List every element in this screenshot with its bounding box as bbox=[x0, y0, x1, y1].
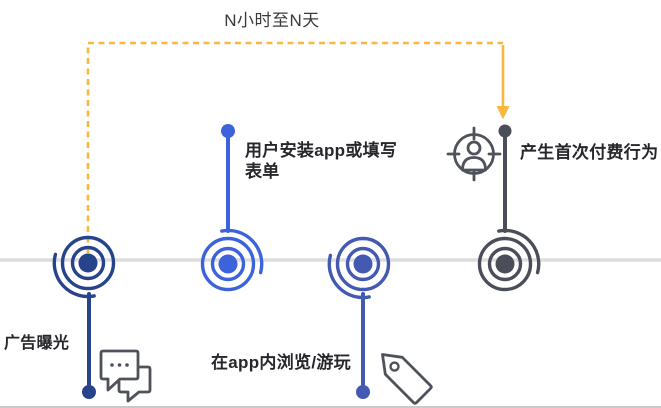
stem-app-install bbox=[221, 124, 235, 233]
timeline-node-in-app-browse bbox=[327, 236, 391, 300]
timeline-node-first-payment bbox=[477, 228, 541, 292]
node-center-dot bbox=[495, 254, 515, 274]
stem-ad-exposure bbox=[82, 292, 96, 399]
stem-dot bbox=[356, 385, 370, 399]
node-label-ad-exposure: 广告曝光 bbox=[4, 335, 70, 352]
stem-in-app-browse bbox=[356, 292, 370, 399]
node-center-dot bbox=[353, 254, 373, 274]
timeline-node-app-install bbox=[200, 228, 264, 292]
node-label-first-payment: 产生首次付费行为 bbox=[520, 143, 659, 162]
node-label-app-install: 用户安装app或填写 表单 bbox=[245, 140, 397, 182]
chat-bubbles-icon bbox=[99, 349, 152, 403]
price-tag-icon bbox=[381, 353, 433, 405]
stem-dot bbox=[221, 124, 235, 138]
duration-arrow-head-icon bbox=[496, 106, 510, 120]
stem-dot bbox=[82, 385, 96, 399]
arrow-duration-label: N小时至N天 bbox=[224, 11, 320, 30]
duration-arrow-dashed-path bbox=[86, 41, 503, 253]
timeline-node-ad-exposure bbox=[52, 235, 116, 299]
node-label-app-install-line1: 用户安装app或填写 bbox=[245, 141, 398, 160]
stem-dot bbox=[498, 124, 512, 138]
user-target-icon bbox=[446, 126, 502, 182]
stem-first-payment bbox=[498, 124, 512, 233]
node-label-app-install-line2: 表单 bbox=[245, 162, 280, 181]
node-center-dot bbox=[218, 254, 238, 274]
node-label-in-app-browse: 在app内浏览/游玩 bbox=[211, 353, 351, 372]
node-center-dot bbox=[78, 253, 98, 273]
